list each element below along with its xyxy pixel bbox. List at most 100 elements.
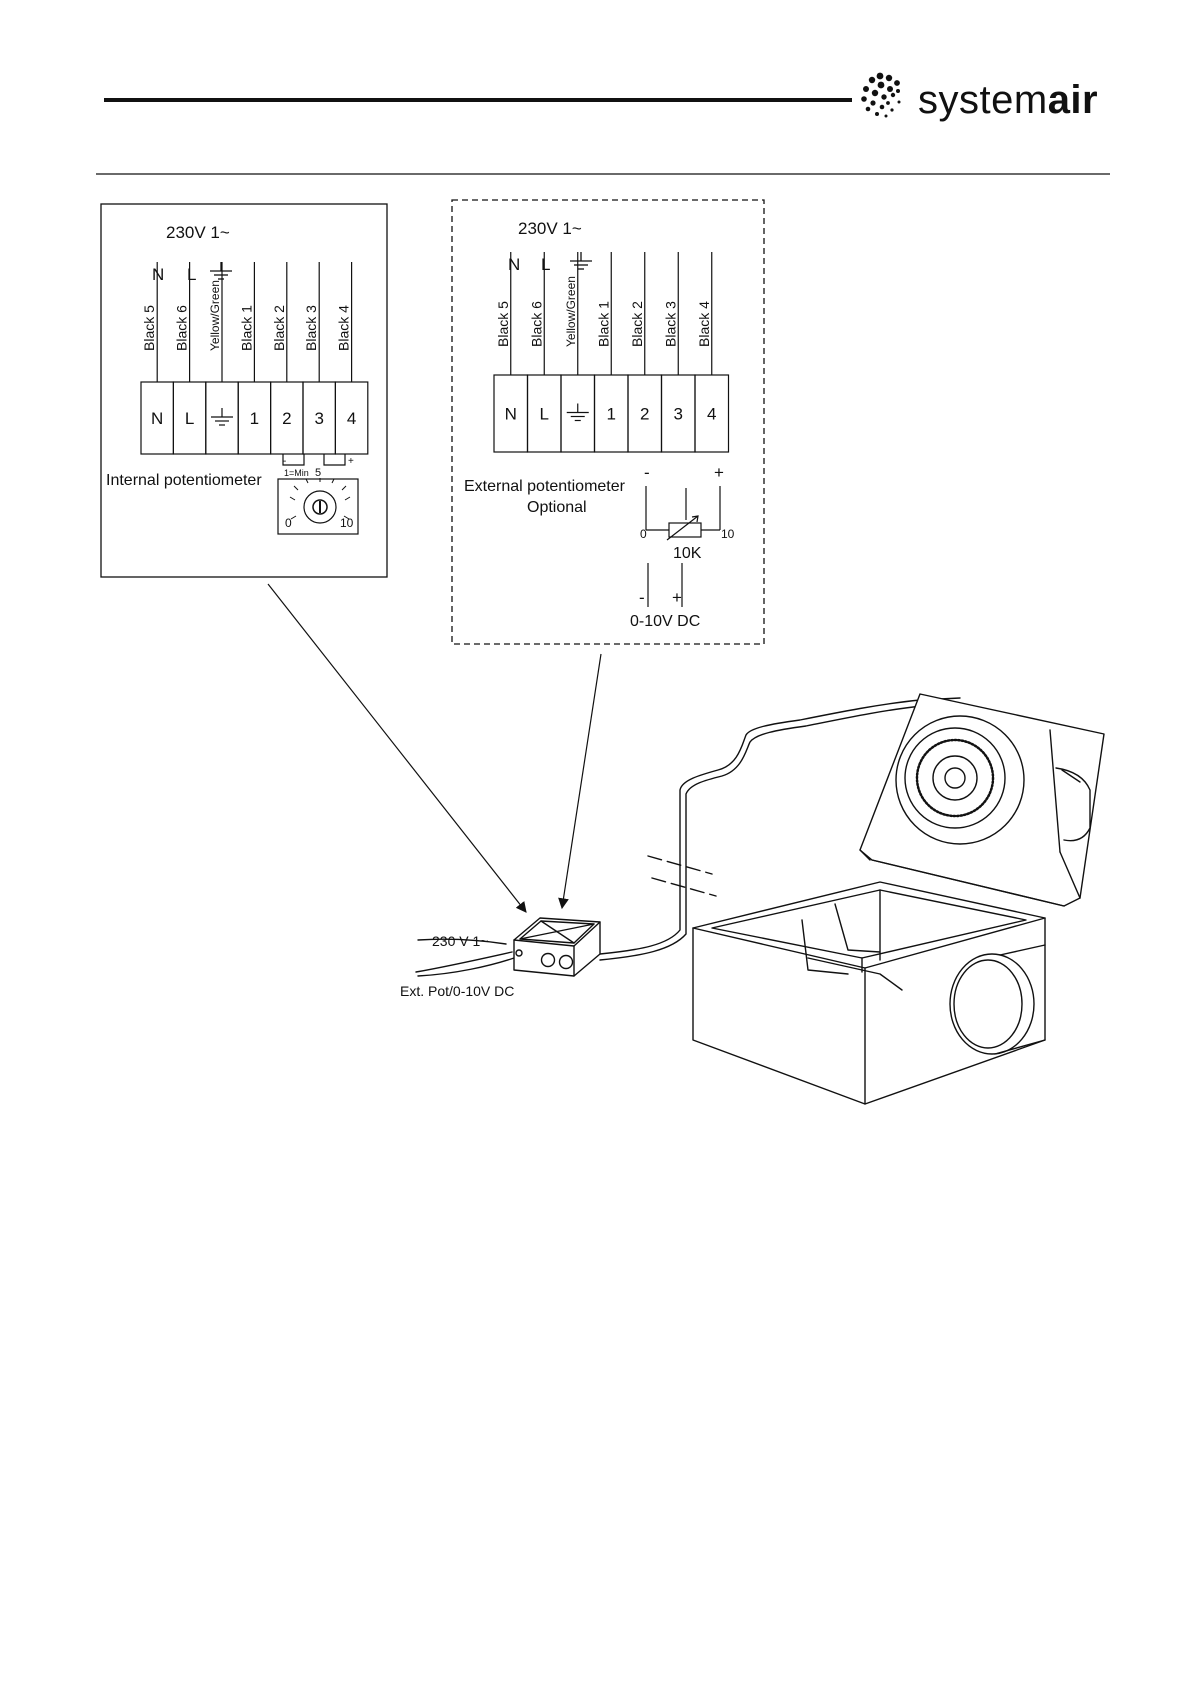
supply-cable	[417, 938, 507, 945]
duct-spigot-outer	[949, 953, 1035, 1055]
arrow-external-to-box	[558, 653, 602, 910]
impeller-center	[944, 767, 966, 789]
impeller-blades	[915, 738, 995, 818]
internal-supply-label: 230V 1~	[166, 223, 230, 242]
dial-min-label: 1=Min	[284, 468, 309, 478]
cable-break-mark-1	[647, 855, 713, 875]
internal-letter-l: L	[187, 265, 196, 284]
dial-knob-inner	[312, 499, 328, 515]
external-terminal-cell	[694, 374, 730, 453]
fan-housing-box	[692, 881, 1046, 1105]
pot-value-label: 10K	[673, 545, 702, 562]
dial-plus: +	[348, 456, 354, 467]
fan-lid-with-impeller	[859, 693, 1105, 907]
logo-wordmark: systemair	[918, 78, 1098, 122]
motor-cable-inner	[599, 703, 961, 961]
internal-terminal-label: N	[151, 409, 163, 428]
logo-dots-icon	[861, 72, 901, 118]
internal-wire-label: Black 1	[238, 305, 254, 351]
internal-wire-labels: Black 5 Black 6 Yellow/Green Black 1 Black 2…	[141, 262, 353, 382]
external-letter-l: L	[541, 255, 550, 274]
internal-wire-label: Black 2	[271, 305, 287, 351]
internal-wire-label: Yellow/Green	[208, 280, 222, 351]
junction-box	[513, 917, 601, 977]
internal-terminal-ground-icon	[211, 408, 233, 426]
cable-break-mark-2	[651, 877, 717, 897]
dial-ten-label: 10	[340, 516, 354, 530]
pot-ten-label: 10	[721, 527, 735, 541]
external-wire-label: Black 4	[696, 301, 712, 347]
dial-minus: -	[283, 456, 286, 467]
external-terminal-ground-icon	[566, 403, 589, 422]
external-ground-icon	[570, 252, 592, 270]
external-caption-line1: External potentiometer	[464, 478, 626, 495]
external-supply-label: 230V 1~	[518, 219, 582, 238]
external-wire-labels: Black 5 Black 6 Yellow/Green Black 1 Black 2…	[495, 252, 713, 375]
dial-housing	[277, 478, 359, 535]
internal-terminal-label: L	[185, 409, 194, 428]
illustration-supply-label: 230 V 1~	[432, 933, 488, 949]
impeller-housing	[895, 715, 1025, 845]
external-plus-label: +	[714, 463, 724, 482]
dial-ticks	[289, 478, 351, 520]
internal-wire-label: Black 3	[303, 305, 319, 351]
external-wire-label: Black 3	[662, 301, 678, 347]
external-terminal-label: 4	[707, 405, 716, 424]
resistor-body	[668, 522, 702, 538]
internal-terminal-label: 4	[347, 409, 356, 428]
external-caption-line2: Optional	[527, 499, 587, 516]
duct-spigot-inner	[953, 959, 1023, 1049]
control-cable	[417, 957, 515, 977]
external-letter-n: N	[508, 255, 520, 274]
wiper-arrowhead	[691, 515, 699, 523]
logo-word-bold: air	[1048, 78, 1098, 122]
internal-potentiometer-dial: - + 1=Min 5 0 10	[277, 454, 359, 535]
illustration-ext-label: Ext. Pot/0-10V DC	[400, 983, 514, 999]
external-wire-label: Black 5	[495, 301, 511, 347]
impeller-hub	[932, 755, 978, 801]
internal-terminal-label: 3	[314, 409, 323, 428]
internal-wire-label: Black 6	[174, 305, 190, 351]
internal-terminal-cell	[334, 381, 369, 455]
external-minus-label: -	[644, 463, 650, 482]
supply-cable-lower	[415, 951, 513, 973]
logo-word-light: system	[918, 78, 1048, 122]
internal-ground-icon	[210, 262, 232, 280]
internal-terminal-cell	[205, 381, 239, 455]
dc-plus-label: +	[672, 588, 682, 607]
internal-panel-frame	[100, 203, 388, 578]
internal-letter-n: N	[152, 265, 164, 284]
external-wire-label: Black 6	[528, 301, 544, 347]
internal-wire-label: Black 4	[336, 305, 352, 351]
internal-terminal-label: 1	[250, 409, 259, 428]
dial-five-label: 5	[315, 467, 321, 479]
external-wire-label: Black 2	[629, 301, 645, 347]
internal-wire-label: Black 5	[141, 305, 157, 351]
external-wire-label: Yellow/Green	[564, 276, 578, 347]
dc-minus-label: -	[639, 588, 645, 607]
external-terminal-label: 3	[674, 405, 683, 424]
dial-knob-outer	[303, 490, 337, 524]
fan-illustration	[415, 693, 1105, 1105]
potentiometer-symbol	[645, 486, 721, 541]
page-header: systemair	[96, 72, 1110, 175]
external-terminal-label: 2	[640, 405, 649, 424]
systemair-logo: systemair	[861, 72, 1098, 122]
wiper-diagonal	[666, 515, 699, 541]
external-wire-label: Black 1	[595, 301, 611, 347]
external-panel-frame	[451, 199, 765, 645]
internal-caption: Internal potentiometer	[106, 472, 262, 489]
motor-cable	[599, 697, 961, 955]
dial-zero-label: 0	[285, 516, 292, 530]
arrow-internal-to-box	[267, 583, 527, 913]
impeller-outer	[904, 727, 1006, 829]
external-terminal-cell	[560, 374, 596, 453]
external-terminal-label: L	[540, 405, 549, 424]
pot-zero-label: 0	[640, 527, 647, 541]
external-terminal-label: 1	[607, 405, 616, 424]
